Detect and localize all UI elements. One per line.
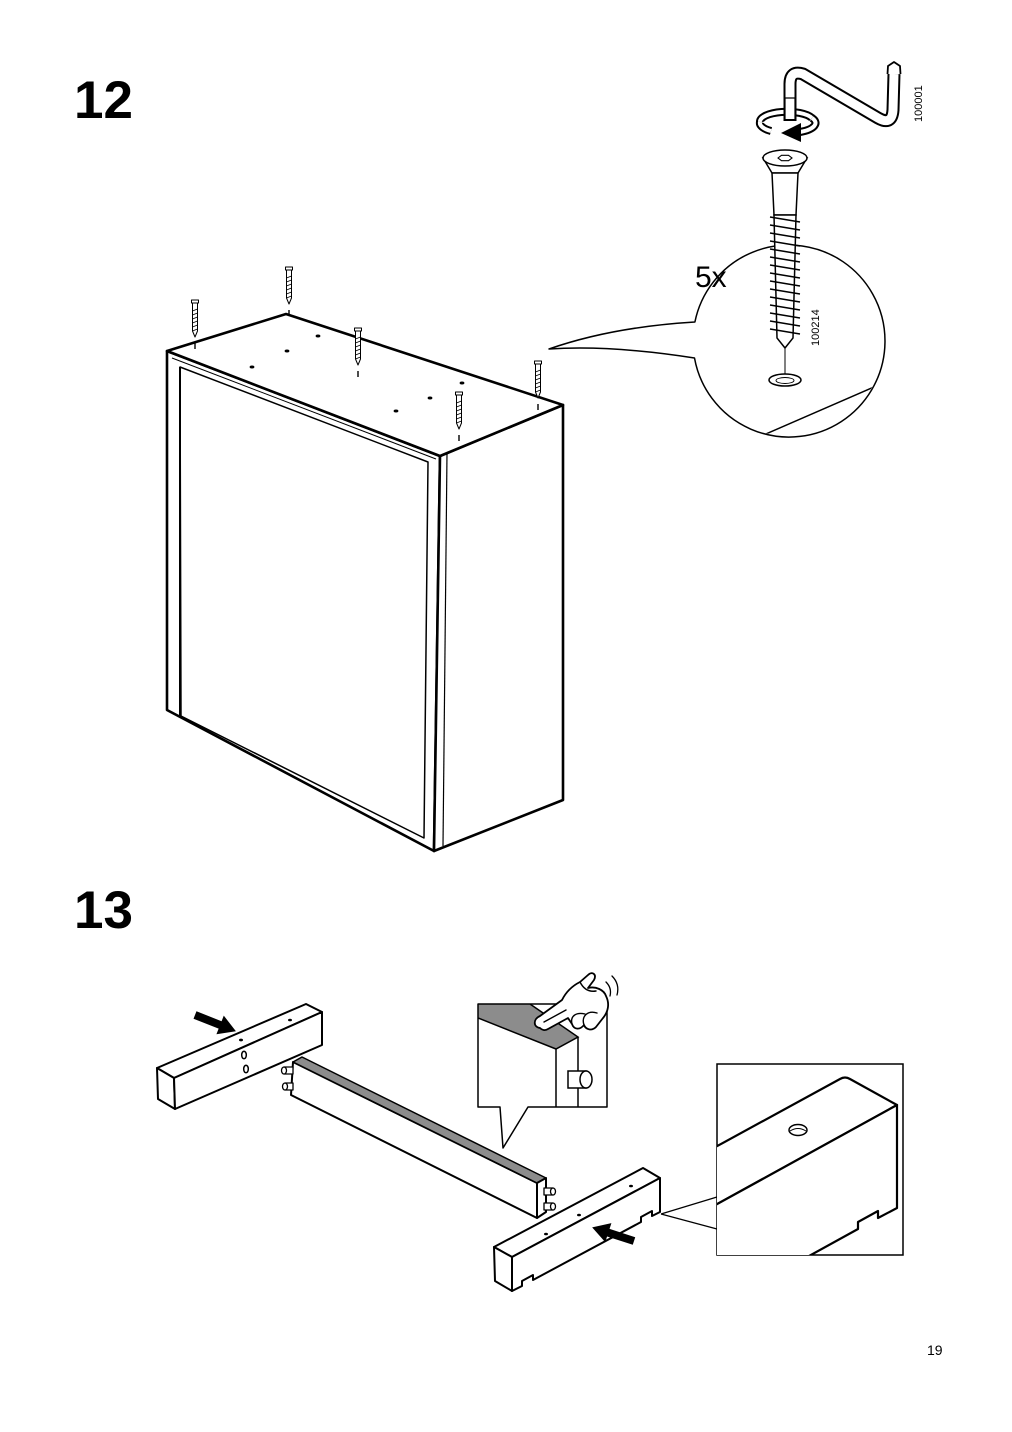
hole [459,381,465,385]
zoom-top-face [717,1076,899,1206]
dowel-icon [280,1066,294,1075]
hole [239,1038,243,1042]
block-front-face [511,1177,661,1292]
hole [284,349,290,353]
rotation-arrow-head [781,123,801,142]
inset-top-strip [478,1004,580,1050]
screw-icon [284,266,294,317]
cabinet-top-panel [165,312,565,458]
cabinet-top-thickness-line [171,357,437,460]
dowel-icon [543,1202,557,1211]
dowel-icon [543,1187,557,1196]
dowel-icon [281,1082,294,1091]
rail-end-face [536,1177,547,1219]
zoom-hole [788,1123,808,1137]
screw-thread [769,216,801,335]
part-code-label: 100214 [810,309,822,346]
block-front-face [173,1011,323,1110]
motion-lines [605,975,619,997]
top-panel-holes [249,334,465,413]
screw-shank [771,172,799,216]
pre-drilled-hole [768,373,802,387]
allen-key-top-end [886,61,902,75]
cabinet-side-edge-line [442,452,448,847]
magnifier-callout: 5x [548,244,886,438]
zoom-front-face [717,1103,899,1255]
screw-icon: 100214 [761,149,822,387]
hole [288,1018,292,1022]
push-arrow-icon [592,1223,636,1245]
cabinet-side-face [432,403,565,853]
detail-inset-rail-end [477,972,619,1149]
step-12-number: 12 [74,71,133,130]
hole [544,1232,548,1236]
hole [577,1213,581,1217]
hole [249,365,255,369]
hole [629,1184,633,1188]
hex-socket [777,154,793,162]
left-foot-rail [156,1003,323,1110]
dowel-icon [567,1070,593,1089]
hole [315,334,321,338]
hole [393,409,399,413]
tool-code-label: 100001 [913,85,925,122]
page-number: 19 [927,1342,943,1358]
right-foot-rail [493,1167,661,1292]
zoom-leader-line [660,1196,718,1215]
detail-zoom-block-end [660,1063,904,1256]
cabinet [165,266,565,853]
push-arrow-icon [193,1011,236,1035]
hole [427,396,433,400]
connecting-rail [280,1056,557,1219]
dowel-hole [242,1064,250,1074]
dowel-hole [240,1050,248,1060]
allen-key-icon: 100001 [755,61,925,142]
zoom-leader-line [660,1213,718,1230]
inset-frame [477,1003,608,1149]
quantity-label: 5x [695,261,727,294]
hex-tip [784,97,796,119]
step-13-number: 13 [74,881,133,940]
pointing-hand-icon [533,972,619,1031]
panel-surface-edge [751,379,884,436]
